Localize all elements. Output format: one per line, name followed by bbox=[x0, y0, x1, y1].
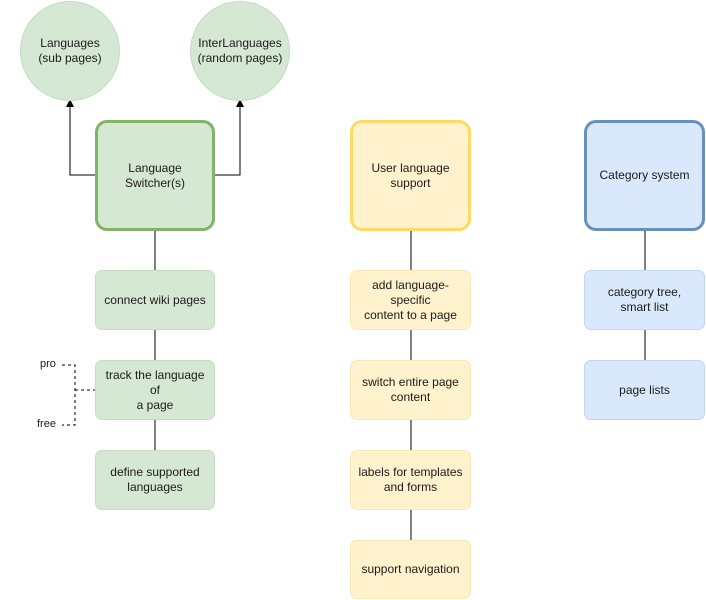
arrow-to-interlanguages bbox=[215, 99, 244, 176]
pro-label: pro bbox=[40, 358, 56, 370]
category-tree-node: category tree, smart list bbox=[584, 270, 705, 330]
interlanguages-circle: InterLanguages (random pages) bbox=[190, 1, 290, 101]
languages-circle: Languages (sub pages) bbox=[20, 1, 120, 101]
edition-bracket bbox=[62, 364, 95, 426]
support-navigation-node: support navigation bbox=[350, 540, 471, 599]
page-lists-node: page lists bbox=[584, 360, 705, 420]
connect-wiki-pages-node: connect wiki pages bbox=[95, 270, 215, 330]
free-label: free bbox=[37, 418, 56, 430]
language-switcher-node: Language Switcher(s) bbox=[95, 120, 215, 231]
labels-templates-forms-node: labels for templates and forms bbox=[350, 450, 471, 510]
track-language-node: track the language of a page bbox=[95, 360, 215, 420]
category-system-node: Category system bbox=[584, 120, 705, 231]
language-specific-content-node: add language-specific content to a page bbox=[350, 270, 471, 330]
switch-page-content-node: switch entire page content bbox=[350, 360, 471, 420]
arrow-to-languages bbox=[66, 99, 95, 176]
user-language-support-node: User language support bbox=[350, 120, 471, 231]
define-supported-languages-node: define supported languages bbox=[95, 450, 215, 510]
